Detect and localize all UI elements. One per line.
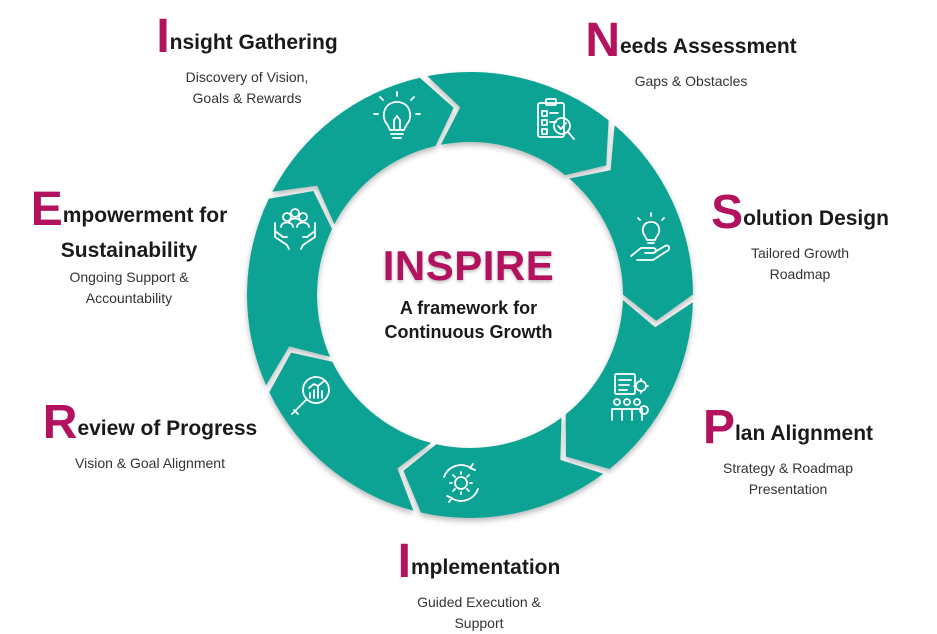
step-letter: E: [30, 183, 63, 236]
ring-arrow-segment: [427, 71, 609, 176]
step-title-line2: Sustainability: [60, 239, 198, 262]
step-desc-line: Roadmap: [769, 266, 831, 282]
step-desc-line: Accountability: [85, 290, 173, 306]
step-title: lan Alignment: [734, 422, 874, 445]
team-plan-icon: [611, 373, 649, 421]
step-desc-line: Vision & Goal Alignment: [75, 455, 225, 471]
step-desc-line: Goals & Rewards: [192, 90, 302, 106]
step-letter: R: [42, 396, 78, 449]
step-letter: I: [156, 10, 170, 63]
magnifier-chart-icon: [291, 376, 330, 415]
step-title: eview of Progress: [77, 417, 258, 440]
step-desc-line: Gaps & Obstacles: [634, 73, 748, 89]
people-hands-icon: [274, 208, 316, 250]
step-title: mpowerment for: [62, 204, 228, 227]
step-title: eeds Assessment: [620, 35, 797, 58]
step-letter: N: [585, 14, 620, 67]
step-letter: I: [397, 535, 411, 588]
idea-hand-icon: [630, 212, 671, 261]
checklist-search-icon: [537, 98, 575, 140]
ring-arrow-segment: [403, 417, 604, 518]
ring-arrow-segment: [569, 125, 693, 321]
framework-title: INSPIRE: [382, 242, 555, 289]
ring-arrow-segment: [269, 352, 432, 511]
step-insight-gathering: Insight Gathering Discovery of Vision, Go…: [124, 13, 370, 109]
step-needs-assessment: Needs Assessment Gaps & Obstacles: [560, 17, 822, 92]
step-desc-line: Discovery of Vision,: [185, 69, 309, 85]
step-letter: P: [702, 401, 735, 454]
step-desc-line: Tailored Growth: [750, 245, 850, 261]
framework-subtitle-line1: A framework for: [399, 298, 538, 318]
step-letter: S: [711, 186, 744, 239]
step-empowerment: Empowerment for Sustainability Ongoing S…: [12, 186, 246, 309]
step-desc-line: Presentation: [748, 481, 828, 497]
step-implementation: Implementation Guided Execution & Support: [370, 538, 588, 634]
cycle-arrows: [246, 71, 693, 518]
step-review-of-progress: Review of Progress Vision & Goal Alignme…: [20, 399, 280, 474]
step-desc-line: Ongoing Support &: [69, 269, 189, 285]
step-title: nsight Gathering: [169, 31, 338, 54]
lightbulb-icon: [373, 91, 421, 139]
cycle-icons: [274, 91, 671, 503]
cycle-gear-icon: [443, 463, 479, 503]
step-desc-line: Guided Execution &: [417, 594, 541, 610]
step-title: mplementation: [410, 556, 561, 579]
ring-arrow-segment: [272, 77, 454, 225]
step-desc-line: Support: [454, 615, 504, 631]
framework-subtitle-line2: Continuous Growth: [384, 322, 553, 342]
step-title: olution Design: [743, 207, 889, 230]
step-desc-line: Strategy & Roadmap: [723, 460, 853, 476]
